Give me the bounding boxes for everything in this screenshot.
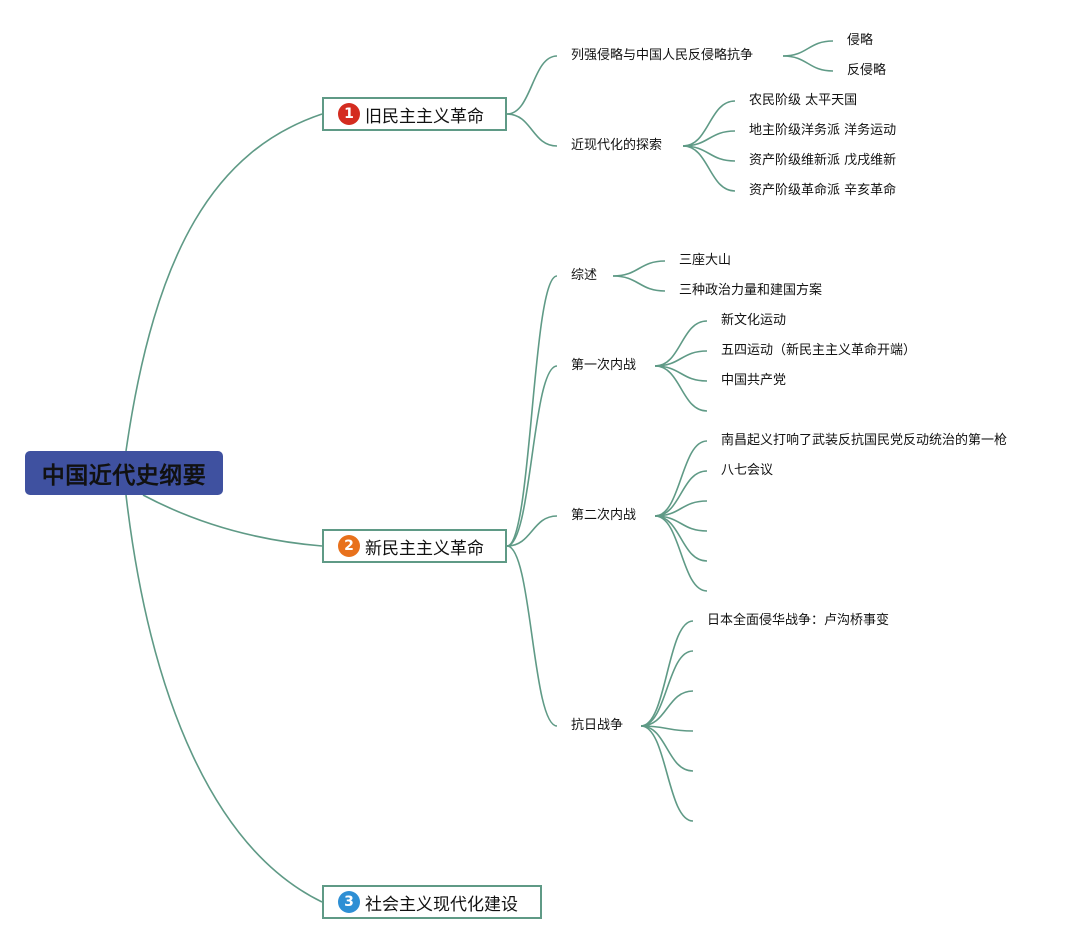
connector-line [654, 440, 708, 517]
root-topic[interactable]: 中国近代史纲要 [25, 451, 223, 495]
number-1-badge: 1 [338, 103, 360, 125]
leaf-aggression[interactable]: 侵略 [847, 33, 874, 48]
connector-line [506, 545, 558, 727]
connector-line [640, 620, 694, 727]
connector-line [682, 145, 736, 192]
connector-line [506, 275, 558, 547]
connector-line [682, 130, 736, 147]
leaf-nanchang-uprising[interactable]: 南昌起义打响了武装反抗国民党反动统治的第一枪 [721, 433, 1008, 448]
topic-modernization-exploration[interactable]: 近现代化的探索 [571, 138, 663, 153]
topic-first-civil-war[interactable]: 第一次内战 [571, 358, 637, 373]
connector-line [654, 470, 708, 517]
root-to-branch-2-line [142, 494, 323, 547]
connector-line [654, 515, 708, 562]
branch-old-democratic-revolution[interactable]: 1 旧民主主义革命 [322, 97, 507, 131]
branch-label: 旧民主主义革命 [365, 106, 484, 127]
connector-line [654, 320, 708, 367]
leaf-anti-aggression[interactable]: 反侵略 [847, 63, 887, 78]
connector-line [654, 515, 708, 592]
connector-line [612, 260, 666, 277]
root-to-branch-1-line [125, 113, 323, 452]
connector-line [682, 100, 736, 147]
number-3-badge: 3 [338, 891, 360, 913]
connector-line [782, 40, 834, 57]
connector-line [654, 500, 708, 517]
branch-new-democratic-revolution[interactable]: 2 新民主主义革命 [322, 529, 507, 563]
leaf-westernization[interactable]: 地主阶级洋务派 洋务运动 [749, 123, 897, 138]
topic-anti-japanese-war[interactable]: 抗日战争 [571, 718, 624, 733]
connector-line [506, 365, 558, 547]
leaf-three-forces[interactable]: 三种政治力量和建国方案 [679, 283, 823, 298]
connector-line [654, 350, 708, 367]
connector-line [506, 55, 558, 115]
branch-label: 社会主义现代化建设 [365, 894, 518, 915]
leaf-cpc[interactable]: 中国共产党 [721, 373, 787, 388]
connector-line [506, 113, 558, 147]
connector-line [782, 55, 834, 72]
topic-imperialist-aggression[interactable]: 列强侵略与中国人民反侵略抗争 [571, 48, 754, 63]
connector-line [640, 650, 694, 727]
connector-line [640, 690, 694, 727]
branch-socialist-modernization[interactable]: 3 社会主义现代化建设 [322, 885, 542, 919]
leaf-new-culture-movement[interactable]: 新文化运动 [721, 313, 787, 328]
connector-line [682, 145, 736, 162]
leaf-august-seventh[interactable]: 八七会议 [721, 463, 774, 478]
connector-line [654, 515, 708, 532]
topic-second-civil-war[interactable]: 第二次内战 [571, 508, 637, 523]
connector-line [640, 725, 694, 772]
leaf-may-fourth[interactable]: 五四运动（新民主主义革命开端） [721, 343, 917, 358]
connector-line [654, 365, 708, 382]
topic-overview[interactable]: 综述 [571, 268, 598, 283]
leaf-reform[interactable]: 资产阶级维新派 戊戌维新 [749, 153, 897, 168]
connector-line [640, 725, 694, 822]
leaf-three-mountains[interactable]: 三座大山 [679, 253, 732, 268]
connector-line [612, 275, 666, 292]
number-2-badge: 2 [338, 535, 360, 557]
leaf-taiping[interactable]: 农民阶级 太平天国 [749, 93, 858, 108]
leaf-marco-polo-bridge[interactable]: 日本全面侵华战争：卢沟桥事变 [707, 613, 890, 628]
branch-label: 新民主主义革命 [365, 538, 484, 559]
root-to-branch-3-line [125, 494, 323, 903]
leaf-xinhai[interactable]: 资产阶级革命派 辛亥革命 [749, 183, 897, 198]
connector-line [654, 365, 708, 412]
connector-line [640, 725, 694, 732]
connector-line [506, 515, 558, 547]
